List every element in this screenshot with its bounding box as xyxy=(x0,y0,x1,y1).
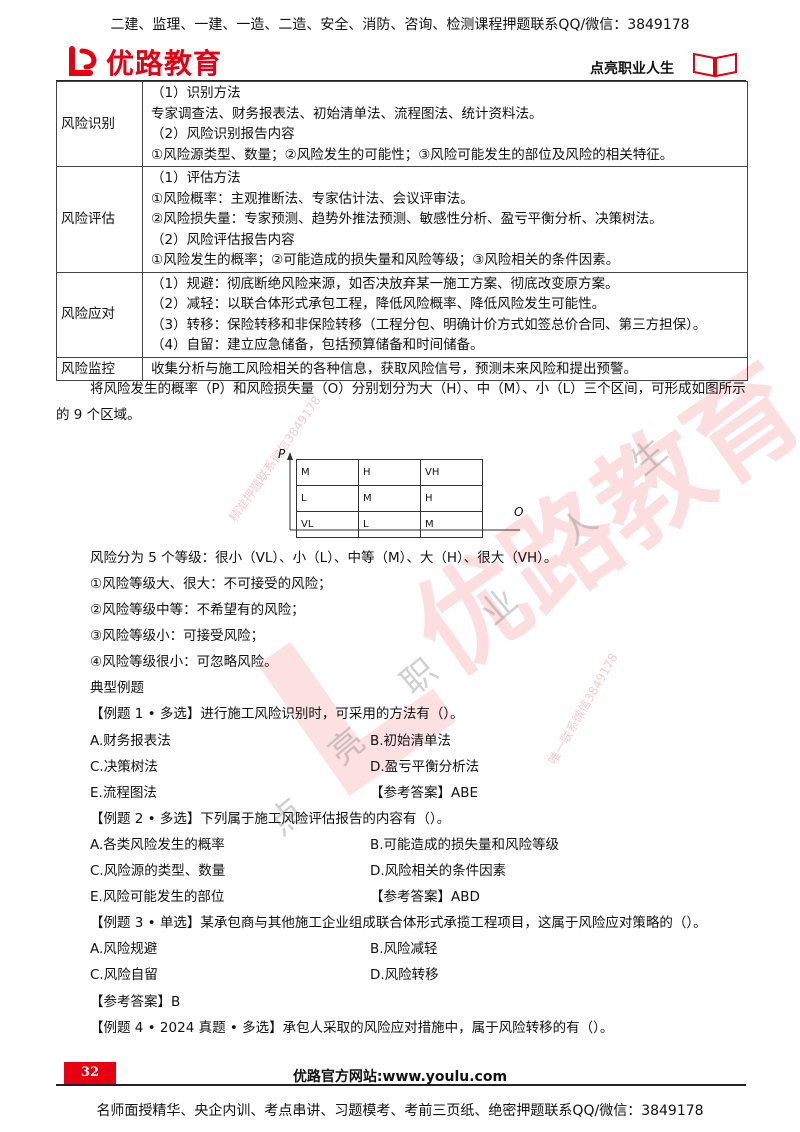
row-label: 风险识别 xyxy=(56,81,143,167)
watermark-small-text: 唯一联系微信3849178 xyxy=(545,650,621,767)
row-content: （1）识别方法 专家调查法、财务报表法、初始清单法、流程图法、统计资料法。 （2… xyxy=(142,81,748,167)
level-item: ②风险等级中等：不希望有的风险； xyxy=(90,602,305,618)
matrix-cell: L xyxy=(358,511,421,538)
matrix-cell: M xyxy=(420,511,483,538)
answer: 【参考答案】B xyxy=(90,994,181,1010)
table-row: 风险应对 （1）规避：彻底断绝风险来源，如否决放弃某一施工方案、彻底改变原方案。… xyxy=(56,271,748,358)
row-line: （1）识别方法 xyxy=(151,85,241,101)
matrix-grid: M H VH L M H VL L M xyxy=(296,459,483,538)
matrix-cell: VL xyxy=(296,511,359,538)
row-line: （1）规避：彻底断绝风险来源，如否决放弃某一施工方案、彻底改变原方案。 xyxy=(151,275,619,292)
row-line: 专家调查法、财务报表法、初始清单法、流程图法、统计资料法。 xyxy=(151,105,543,122)
watermark-char: 业 xyxy=(473,580,526,634)
question-stem: 【例题 1 • 多选】进行施工风险识别时，可采用的方法有（）。 xyxy=(90,706,464,722)
watermark-char: 生 xyxy=(623,430,676,484)
option: E.风险可能发生的部位 xyxy=(90,889,225,905)
footer-rule xyxy=(56,1084,746,1086)
x-axis-label: O xyxy=(514,505,524,519)
levels-intro: 风险分为 5 个等级：很小（VL）、小（L）、中等（M）、大（H）、很大（VH）… xyxy=(90,550,558,566)
row-line: ②风险损失量：专家预测、趋势外推法预测、敏感性分析、盈亏平衡分析、决策树法。 xyxy=(151,211,663,227)
question-stem: 【例题 3 • 单选】某承包商与其他施工企业组成联合体形式承揽工程项目，这属于风… xyxy=(90,915,707,931)
matrix-cell: M xyxy=(358,485,421,512)
row-line: ①风险发生的概率；②可能造成的损失量和风险等级；③风险相关的条件因素。 xyxy=(151,252,620,268)
option: B.初始清单法 xyxy=(370,733,452,749)
row-content: （1）规避：彻底断绝风险来源，如否决放弃某一施工方案、彻底改变原方案。 （2）减… xyxy=(142,271,748,358)
slogan: 点亮职业人生 xyxy=(590,61,674,77)
option: C.决策树法 xyxy=(90,759,158,775)
table-row: 风险评估 （1）评估方法 ①风险概率：主观推断法、专家估计法、会议评审法。 ②风… xyxy=(56,166,748,273)
option: D.盈亏平衡分析法 xyxy=(370,759,480,775)
footer-website: 优路官方网站:www.youlu.com xyxy=(292,1069,508,1085)
row-line: 收集分析与施工风险相关的各种信息，获取风险信号，预测未来风险和提出预警。 xyxy=(151,360,637,377)
matrix-cell: L xyxy=(296,485,359,512)
intro-paragraph: 将风险发生的概率（P）和风险损失量（O）分别划分为大（H）、中（M）、小（L）三… xyxy=(56,381,746,423)
bottom-banner: 名师面授精华、央企内训、考点串讲、习题模考、考前三页纸、绝密押题联系QQ/微信：… xyxy=(96,1103,704,1119)
option: C.风险自留 xyxy=(90,967,158,983)
option: B.风险减轻 xyxy=(370,941,438,957)
row-line: ①风险概率：主观推断法、专家估计法、会议评审法。 xyxy=(151,190,474,207)
matrix-cell: H xyxy=(358,459,421,486)
watermark-char: 亮 xyxy=(321,720,374,774)
row-label: 风险评估 xyxy=(56,166,143,273)
row-label: 风险监控 xyxy=(56,356,143,381)
matrix-cell: M xyxy=(296,459,359,486)
option: A.各类风险发生的概率 xyxy=(90,837,225,853)
watermark-char: 职 xyxy=(393,650,446,704)
option: B.可能造成的损失量和风险等级 xyxy=(370,837,560,853)
page-number: 32 xyxy=(64,1062,116,1084)
row-line: （2）风险识别报告内容 xyxy=(151,126,295,142)
table-row: 风险识别 （1）识别方法 专家调查法、财务报表法、初始清单法、流程图法、统计资料… xyxy=(56,81,748,167)
question-stem: 【例题 2 • 多选】下列属于施工风险评估报告的内容有（）。 xyxy=(90,811,451,827)
option: A.财务报表法 xyxy=(90,733,171,749)
row-line: （2）减轻：以联合体形式承包工程，降低风险概率、降低风险发生可能性。 xyxy=(151,296,606,312)
top-banner: 二建、监理、一建、一造、二造、安全、消防、咨询、检测课程押题联系QQ/微信：38… xyxy=(110,17,690,33)
matrix-cell: H xyxy=(420,485,483,512)
option: A.风险规避 xyxy=(90,941,158,957)
answer: 【参考答案】ABD xyxy=(370,889,480,905)
level-item: ①风险等级大、很大：不可接受的风险； xyxy=(90,576,332,592)
matrix-cell: VH xyxy=(420,459,483,486)
logo-text: 优路教育 xyxy=(106,47,223,80)
option: C.风险源的类型、数量 xyxy=(90,863,226,879)
level-item: ③风险等级小：可接受风险； xyxy=(90,628,265,644)
examples-title: 典型例题 xyxy=(90,680,144,696)
brand-logo: 优路教育 xyxy=(68,44,222,80)
option: D.风险转移 xyxy=(370,967,439,983)
row-line: ①风险源类型、数量；②风险发生的可能性；③风险可能发生的部位及风险的相关特征。 xyxy=(151,146,674,163)
risk-table: 风险识别 （1）识别方法 专家调查法、财务报表法、初始清单法、流程图法、统计资料… xyxy=(56,81,748,381)
level-item: ④风险等级很小：可忽略风险。 xyxy=(90,654,278,670)
row-line: （3）转移：保险转移和非保险转移（工程分包、明确计价方式如签总价合同、第三方担保… xyxy=(151,316,707,333)
row-content: 收集分析与施工风险相关的各种信息，获取风险信号，预测未来风险和提出预警。 xyxy=(142,356,748,381)
row-line: （2）风险评估报告内容 xyxy=(151,231,295,248)
question-stem: 【例题 4 • 2024 真题 • 多选】承包人采取的风险应对措施中，属于风险转… xyxy=(90,1020,614,1036)
row-content: （1）评估方法 ①风险概率：主观推断法、专家估计法、会议评审法。 ②风险损失量：… xyxy=(142,166,748,273)
option: D.风险相关的条件因素 xyxy=(370,863,507,879)
book-icon xyxy=(693,52,737,78)
youlu-logo-icon xyxy=(69,46,97,76)
row-line: （1）评估方法 xyxy=(151,170,241,186)
row-label: 风险应对 xyxy=(56,271,143,358)
y-axis-label: P xyxy=(278,447,286,461)
answer: 【参考答案】ABE xyxy=(370,785,479,801)
row-line: （4）自留：建立应急储备，包括预算储备和时间储备。 xyxy=(151,337,484,353)
option: E.流程图法 xyxy=(90,785,157,801)
table-row: 风险监控 收集分析与施工风险相关的各种信息，获取风险信号，预测未来风险和提出预警… xyxy=(56,356,748,381)
